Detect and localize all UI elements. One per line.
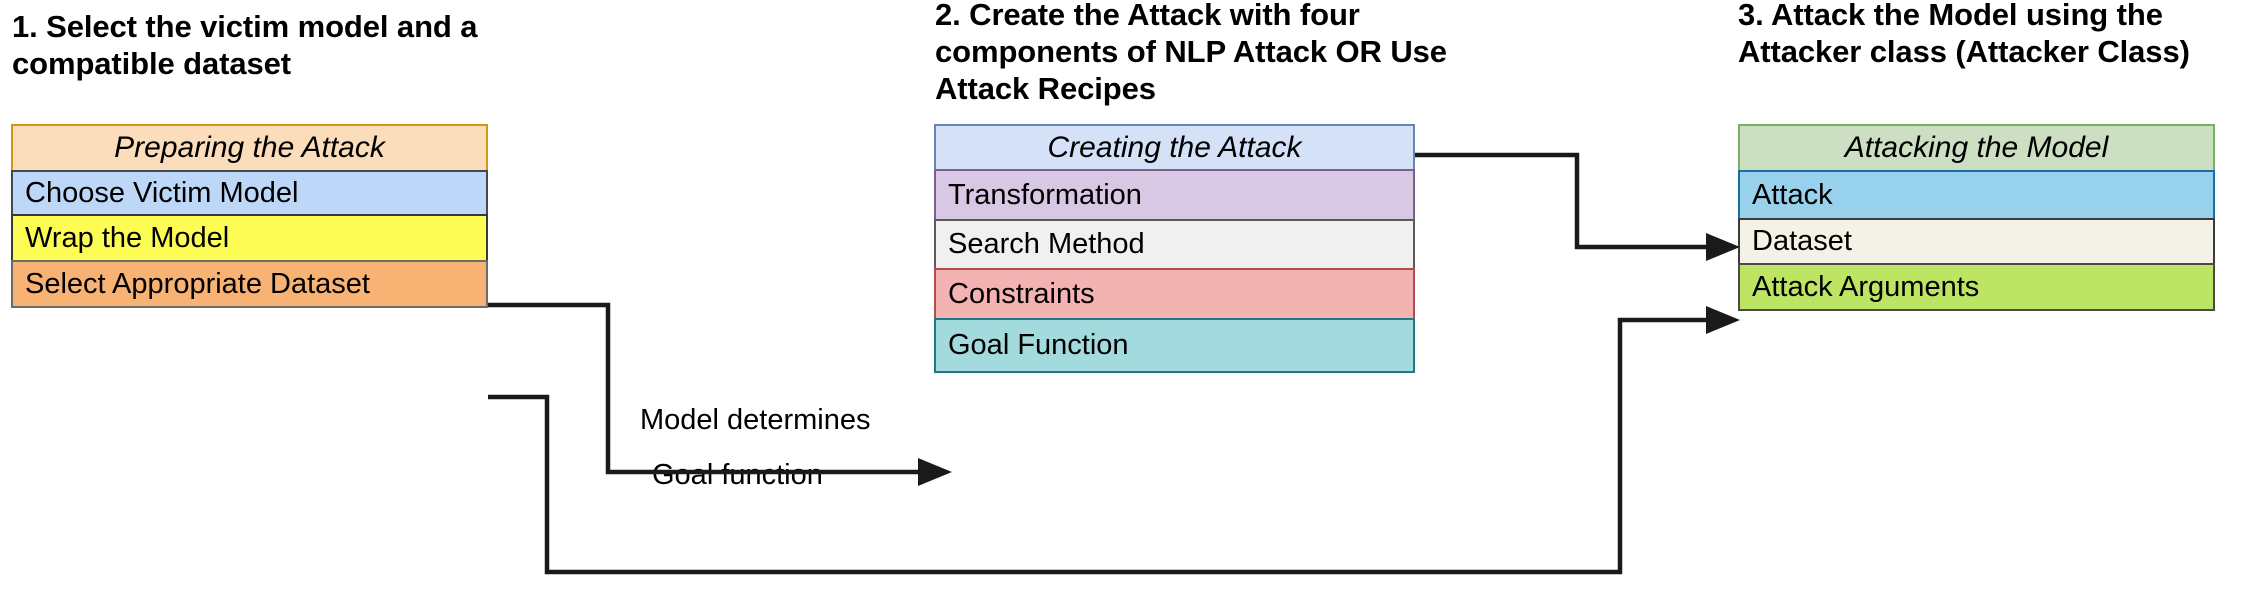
node-transformation[interactable]: Transformation <box>934 169 1415 221</box>
step-3-heading: 3. Attack the Model using the Attacker c… <box>1738 0 2190 69</box>
edge-label-goal-function: Goal function <box>652 459 823 491</box>
node-goal-function[interactable]: Goal Function <box>934 318 1415 373</box>
column-creating-the-attack: Creating the Attack Transformation Searc… <box>934 124 1415 373</box>
column-preparing-the-attack: Preparing the Attack Choose Victim Model… <box>11 124 488 308</box>
step-1-heading: 1. Select the victim model and a compati… <box>12 9 478 81</box>
node-search-method[interactable]: Search Method <box>934 219 1415 270</box>
edge-select-dataset-to-dataset <box>488 306 1740 575</box>
group-title-attacking-the-model: Attacking the Model <box>1738 124 2215 172</box>
group-title-creating-the-attack: Creating the Attack <box>934 124 1415 171</box>
node-select-appropriate-dataset[interactable]: Select Appropriate Dataset <box>11 260 488 308</box>
step-2-heading: 2. Create the Attack with four component… <box>935 0 1447 106</box>
group-title-preparing-the-attack: Preparing the Attack <box>11 124 488 172</box>
node-wrap-the-model[interactable]: Wrap the Model <box>11 214 488 262</box>
edge-wrap-model-to-goal-function <box>488 302 952 486</box>
edge-creating-attack-to-attack <box>1415 152 1740 261</box>
edge-label-model-determines: Model determines <box>640 404 871 436</box>
node-attack-arguments[interactable]: Attack Arguments <box>1738 263 2215 311</box>
column-attacking-the-model: Attacking the Model Attack Dataset Attac… <box>1738 124 2215 311</box>
node-attack[interactable]: Attack <box>1738 170 2215 220</box>
